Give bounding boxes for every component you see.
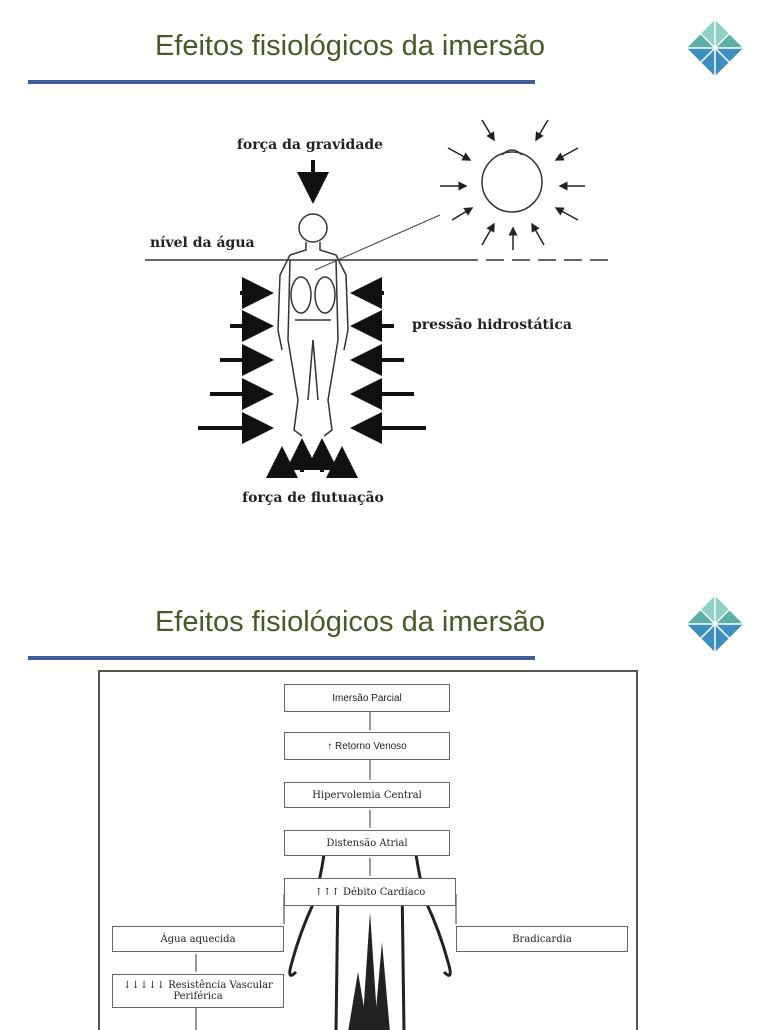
flow-box-peripheral-resistance: ↓↓↓↓↓ Resistência Vascular Periférica [112, 974, 284, 1008]
flow-box-central-hypervolemia: Hipervolemia Central [284, 782, 450, 808]
flow-box-partial-immersion: Imersão Parcial [284, 684, 450, 712]
flow-box-label: Água aquecida [160, 933, 236, 945]
slide-title: Efeitos fisiológicos da imersão [154, 606, 546, 638]
flow-box-label: ↓↓↓↓↓ Resistência Vascular Periférica [123, 980, 273, 1002]
buoyancy-label: força de flutuação [242, 489, 384, 506]
flow-box-bradycardia: Bradicardia [456, 926, 628, 952]
flow-box-label: Hipervolemia Central [312, 789, 422, 801]
diamond-logo-icon [687, 596, 743, 652]
water-level-label: nível da água [150, 235, 255, 251]
title-underline [28, 80, 535, 84]
flow-box-label: Bradicardia [512, 933, 572, 945]
flow-box-label: ↑ Retorno Venoso [327, 740, 407, 752]
flow-box-label: ↑↑↑ Débito Cardíaco [314, 886, 426, 898]
callout-line [314, 214, 441, 271]
gravity-label: força da gravidade [237, 137, 383, 153]
flow-box-cardiac-output: ↑↑↑ Débito Cardíaco [284, 878, 456, 906]
buoyancy-arrows [266, 438, 358, 478]
physiology-flowchart: Imersão Parcial ↑ Retorno Venoso Hipervo… [98, 670, 638, 1030]
hydrostatic-right-arrows [350, 277, 426, 444]
hydrostatic-pressure-sphere-icon [440, 119, 585, 250]
diamond-logo-icon [687, 20, 743, 76]
hydrostatic-left-arrows [198, 277, 274, 444]
flow-box-atrial-distension: Distensão Atrial [284, 830, 450, 856]
slide-title: Efeitos fisiológicos da imersão [154, 30, 546, 62]
flow-box-label: Distensão Atrial [326, 837, 408, 849]
title-underline [28, 656, 535, 660]
immersion-forces-figure: força da gravidade nível da água [145, 119, 610, 506]
flow-box-warm-water: Água aquecida [112, 926, 284, 952]
hydrostatic-label: pressão hidrostática [412, 316, 572, 333]
flow-box-label: Imersão Parcial [332, 692, 402, 704]
human-figure [277, 213, 349, 437]
flow-box-venous-return: ↑ Retorno Venoso [284, 732, 450, 760]
